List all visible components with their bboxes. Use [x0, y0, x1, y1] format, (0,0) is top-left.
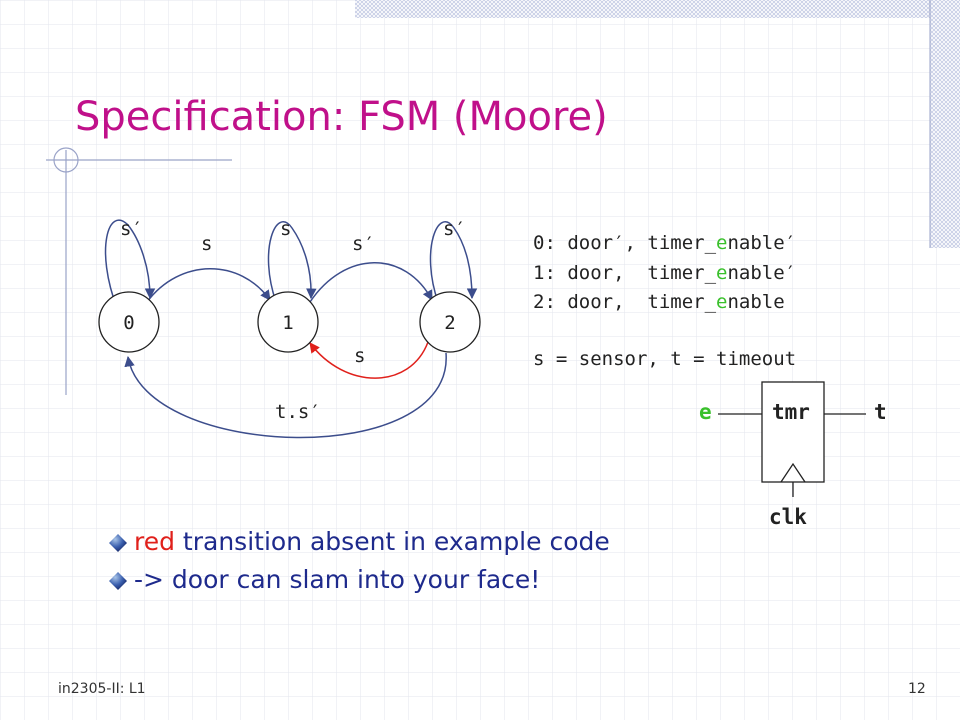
state-1-label: 1 [282, 312, 293, 334]
state-1: 1 [257, 291, 319, 353]
output-line-2: 2: door, timer_enable [533, 291, 785, 313]
output-line-1: 1: door, timer_enable′ [533, 262, 796, 284]
output-0-prefix: 0: door′, timer_ [533, 232, 717, 254]
self-loop-0 [104, 219, 156, 309]
slide-title: Specification: FSM (Moore) [75, 94, 608, 140]
output-1-enable-mark: e [716, 262, 728, 284]
state-0-label: 0 [123, 312, 134, 334]
state-2: 2 [419, 291, 481, 353]
edge-2-1-label: s [354, 345, 365, 367]
bullet-1-highlight: red [134, 527, 175, 556]
edge-1-2-label: s′ [352, 233, 375, 255]
output-0-enable-mark: e [716, 232, 728, 254]
bullet-1: red transition absent in example code [134, 527, 610, 556]
state-2-label: 2 [444, 312, 455, 334]
edge-0-1 [146, 268, 271, 303]
timer-name: tmr [772, 400, 810, 424]
bullet-2: -> door can slam into your face! [134, 565, 540, 594]
timer-output-t: t [874, 400, 887, 424]
timer-input-e: e [699, 400, 712, 424]
edge-1-2 [309, 262, 433, 303]
output-2-enable-mark: e [716, 291, 728, 313]
edge-2-0-label: t.s′ [275, 401, 321, 423]
signal-definitions: s = sensor, t = timeout [533, 348, 797, 370]
timer-clock-label: clk [769, 505, 807, 529]
output-1-prefix: 1: door, timer_ [533, 262, 717, 284]
edge-2-1-red [309, 341, 429, 379]
self-loop-1 [267, 221, 317, 303]
self-loop-1-label: s [280, 218, 291, 240]
bullet-diamond-icon-2 [109, 572, 127, 590]
footer-course: in2305-II: L1 [58, 681, 146, 697]
self-loop-2 [429, 221, 478, 303]
footer-page-number: 12 [908, 681, 926, 697]
bullet-2-text: -> door can slam into your face! [134, 565, 541, 594]
state-0: 0 [98, 291, 160, 353]
output-2-suffix: nable [727, 291, 785, 313]
bullet-diamond-icon-1 [109, 534, 127, 552]
edge-0-1-label: s [201, 233, 212, 255]
output-0-suffix: nable′ [727, 232, 797, 254]
output-2-prefix: 2: door, timer_ [533, 291, 717, 313]
self-loop-2-label: s′ [443, 218, 466, 240]
output-line-0: 0: door′, timer_enable′ [533, 232, 796, 254]
output-1-suffix: nable′ [727, 262, 797, 284]
self-loop-0-label: s′ [120, 218, 143, 240]
bullet-1-text: transition absent in example code [174, 527, 610, 556]
edge-2-0 [124, 352, 447, 439]
